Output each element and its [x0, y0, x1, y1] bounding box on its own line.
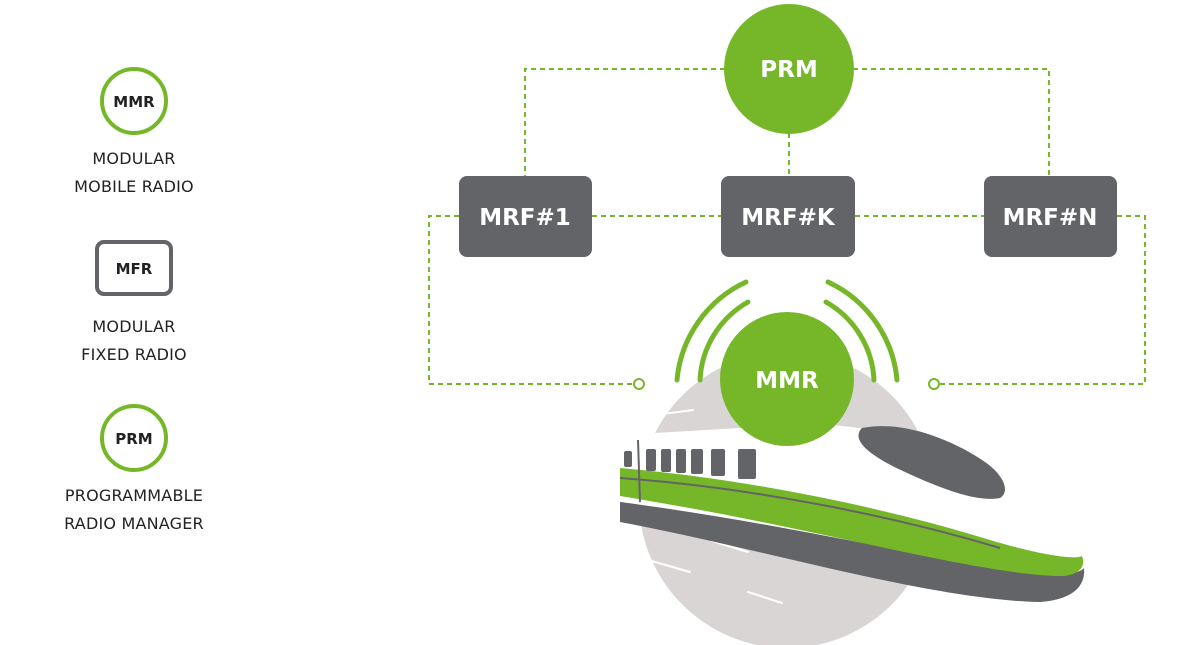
mrf-node-n: MRF#N [984, 176, 1117, 257]
legend-mmr-caption-line2: MOBILE RADIO [74, 177, 194, 196]
mrf-node-k-label: MRF#K [741, 205, 836, 231]
high-speed-train-icon [619, 352, 1085, 645]
connector-prm-to-mrf1 [524, 68, 725, 176]
mrf-node-1: MRF#1 [459, 176, 592, 257]
signal-wave-right-outer [825, 279, 900, 383]
connector-mrf1-to-train [428, 215, 633, 385]
train-stripe [620, 468, 1084, 576]
prm-node-label: PRM [760, 57, 817, 83]
legend-mfr-caption-line1: MODULAR [92, 317, 175, 336]
train-car-divider [637, 439, 641, 503]
signal-wave-left-inner [697, 299, 751, 383]
train-windows [624, 449, 756, 479]
connector-prm-to-mrfn [853, 68, 1050, 176]
train-stripe-edge [619, 477, 1001, 549]
mrf-node-k-box [721, 176, 855, 257]
train-cockpit-window [858, 426, 1005, 499]
legend-mmr-caption-line1: MODULAR [92, 149, 175, 168]
legend-mfr-badge [95, 240, 173, 296]
legend-item-mfr: MFR MODULAR FIXED RADIO [81, 240, 187, 364]
legend-mmr-badge-label: MMR [113, 93, 155, 111]
mmr-node-label: MMR [755, 368, 819, 394]
prm-node-circle [724, 4, 854, 134]
connector-endpoint-left [633, 378, 645, 390]
legend-item-mmr: MMR MODULAR MOBILE RADIO [74, 67, 194, 196]
mmr-node: MMR [720, 312, 854, 446]
connectors [428, 68, 1146, 385]
legend-prm-badge-label: PRM [115, 430, 152, 448]
legend-mfr-caption-line2: FIXED RADIO [81, 345, 187, 364]
signal-wave-right-inner [823, 299, 877, 383]
legend-item-prm: PRM PROGRAMMABLE RADIO MANAGER [64, 404, 204, 533]
legend: MMR MODULAR MOBILE RADIO MFR MODULAR FIX… [64, 67, 204, 533]
legend-prm-caption-line1: PROGRAMMABLE [65, 486, 203, 505]
legend-mmr-badge [100, 67, 168, 135]
mrf-node-k: MRF#K [721, 176, 855, 257]
legend-prm-caption-line2: RADIO MANAGER [64, 514, 204, 533]
wireless-signal-icon [674, 279, 900, 383]
train-underbody [620, 502, 1085, 602]
signal-wave-left-outer [674, 279, 749, 383]
mrf-node-n-box [984, 176, 1117, 257]
mrf-node-1-box [459, 176, 592, 257]
prm-node: PRM [724, 4, 854, 134]
connector-mrfn-to-train [939, 215, 1146, 385]
mrf-node-1-label: MRF#1 [479, 205, 571, 231]
legend-mfr-badge-label: MFR [116, 260, 153, 278]
mrf-node-n-label: MRF#N [1003, 205, 1098, 231]
mmr-node-circle [720, 312, 854, 446]
legend-prm-badge [100, 404, 168, 472]
connector-endpoint-right [928, 378, 940, 390]
